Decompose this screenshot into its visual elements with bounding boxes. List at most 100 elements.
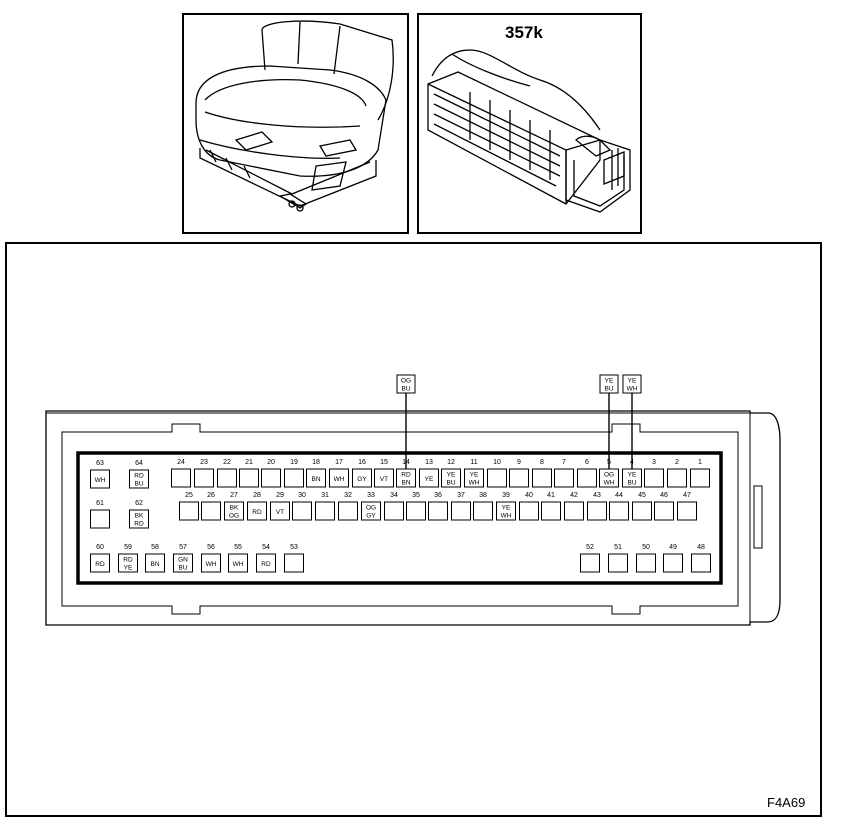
pin-number: 27 bbox=[230, 492, 238, 499]
connector-pin: 23 bbox=[194, 459, 214, 488]
pin-number: 3 bbox=[652, 459, 656, 466]
pin-cavity bbox=[352, 468, 372, 488]
pin-wire-color: RD bbox=[401, 472, 411, 479]
pin-cavity bbox=[239, 468, 259, 488]
pin-number: 63 bbox=[96, 460, 104, 467]
pin-cavity bbox=[374, 468, 394, 488]
pin-number: 64 bbox=[135, 460, 143, 467]
pin-number: 17 bbox=[335, 459, 343, 466]
pin-cavity bbox=[608, 553, 628, 573]
pin-number: 38 bbox=[479, 492, 487, 499]
pin-wire-color: OG bbox=[604, 472, 614, 479]
connector-pin: 10 bbox=[487, 459, 507, 488]
seat-illustration-panel bbox=[182, 13, 409, 234]
pin-number: 33 bbox=[367, 492, 375, 499]
pin-number: 52 bbox=[586, 544, 594, 551]
pinout-frame bbox=[5, 242, 822, 817]
pin-number: 58 bbox=[151, 544, 159, 551]
pin-wire-color: YE bbox=[425, 476, 434, 483]
pin-cavity bbox=[129, 469, 149, 489]
connector-pin: 61 bbox=[90, 500, 110, 529]
pin-number: 57 bbox=[179, 544, 187, 551]
pin-wire-color: OG bbox=[229, 513, 239, 520]
pin-wire-color: RD bbox=[261, 561, 271, 568]
pin-cavity bbox=[171, 468, 191, 488]
pin-number: 44 bbox=[615, 492, 623, 499]
pin-cavity bbox=[554, 468, 574, 488]
pin-cavity bbox=[201, 553, 221, 573]
connector-pin: 19 bbox=[284, 459, 304, 488]
connector-pin: 34 bbox=[384, 492, 404, 521]
connector-pin: 21 bbox=[239, 459, 259, 488]
pin-number: 7 bbox=[562, 459, 566, 466]
connector-pins: 1234YEBU5OGWH67891011YEWH12YEBU13YE14RDB… bbox=[90, 459, 711, 573]
pin-number: 40 bbox=[525, 492, 533, 499]
pin-cavity bbox=[690, 468, 710, 488]
pin-number: 41 bbox=[547, 492, 555, 499]
pin-wire-color: GY bbox=[357, 476, 367, 483]
pin-number: 2 bbox=[675, 459, 679, 466]
pin-wire-color: WH bbox=[233, 561, 244, 568]
pin-number: 5 bbox=[607, 459, 611, 466]
pin-cavity bbox=[338, 501, 358, 521]
pin-cavity bbox=[532, 468, 552, 488]
pin-cavity bbox=[644, 468, 664, 488]
pin-cavity bbox=[519, 501, 539, 521]
pin-cavity bbox=[487, 468, 507, 488]
pin-number: 37 bbox=[457, 492, 465, 499]
connector-pin: 40 bbox=[519, 492, 539, 521]
pin-number: 31 bbox=[321, 492, 329, 499]
pin-number: 36 bbox=[434, 492, 442, 499]
pin-number: 46 bbox=[660, 492, 668, 499]
pin-number: 10 bbox=[493, 459, 501, 466]
pin-number: 20 bbox=[267, 459, 275, 466]
pin-wire-color: RD bbox=[134, 521, 144, 528]
pin-number: 55 bbox=[234, 544, 242, 551]
pin-wire-color: YE bbox=[502, 505, 511, 512]
pin-cavity bbox=[464, 468, 484, 488]
pin-cavity bbox=[90, 553, 110, 573]
pin-number: 45 bbox=[638, 492, 646, 499]
connector-pin: 7 bbox=[554, 459, 574, 488]
pin-cavity bbox=[451, 501, 471, 521]
pin-cavity bbox=[441, 468, 461, 488]
pin-number: 21 bbox=[245, 459, 253, 466]
pin-number: 34 bbox=[390, 492, 398, 499]
pin-number: 29 bbox=[276, 492, 284, 499]
pin-cavity bbox=[315, 501, 335, 521]
pin-wire-color: BU bbox=[446, 480, 455, 487]
connector-pin: 41 bbox=[541, 492, 561, 521]
connector-pin: 48 bbox=[691, 544, 711, 573]
pin-cavity bbox=[329, 468, 349, 488]
callout-wire-color: BU bbox=[401, 386, 410, 393]
pin-number: 62 bbox=[135, 500, 143, 507]
pin-cavity bbox=[406, 501, 426, 521]
pin-number: 16 bbox=[358, 459, 366, 466]
connector-pin: 49 bbox=[663, 544, 683, 573]
callout-wire-color: YE bbox=[605, 378, 614, 385]
pin-cavity bbox=[577, 468, 597, 488]
pin-cavity bbox=[667, 468, 687, 488]
pin-wire-color: RD bbox=[123, 557, 133, 564]
callout-wire-color: BU bbox=[604, 386, 613, 393]
pin-cavity bbox=[129, 509, 149, 529]
pin-cavity bbox=[145, 553, 165, 573]
pin-cavity bbox=[384, 501, 404, 521]
pin-number: 50 bbox=[642, 544, 650, 551]
connector-pin: 35 bbox=[406, 492, 426, 521]
pin-cavity bbox=[194, 468, 214, 488]
